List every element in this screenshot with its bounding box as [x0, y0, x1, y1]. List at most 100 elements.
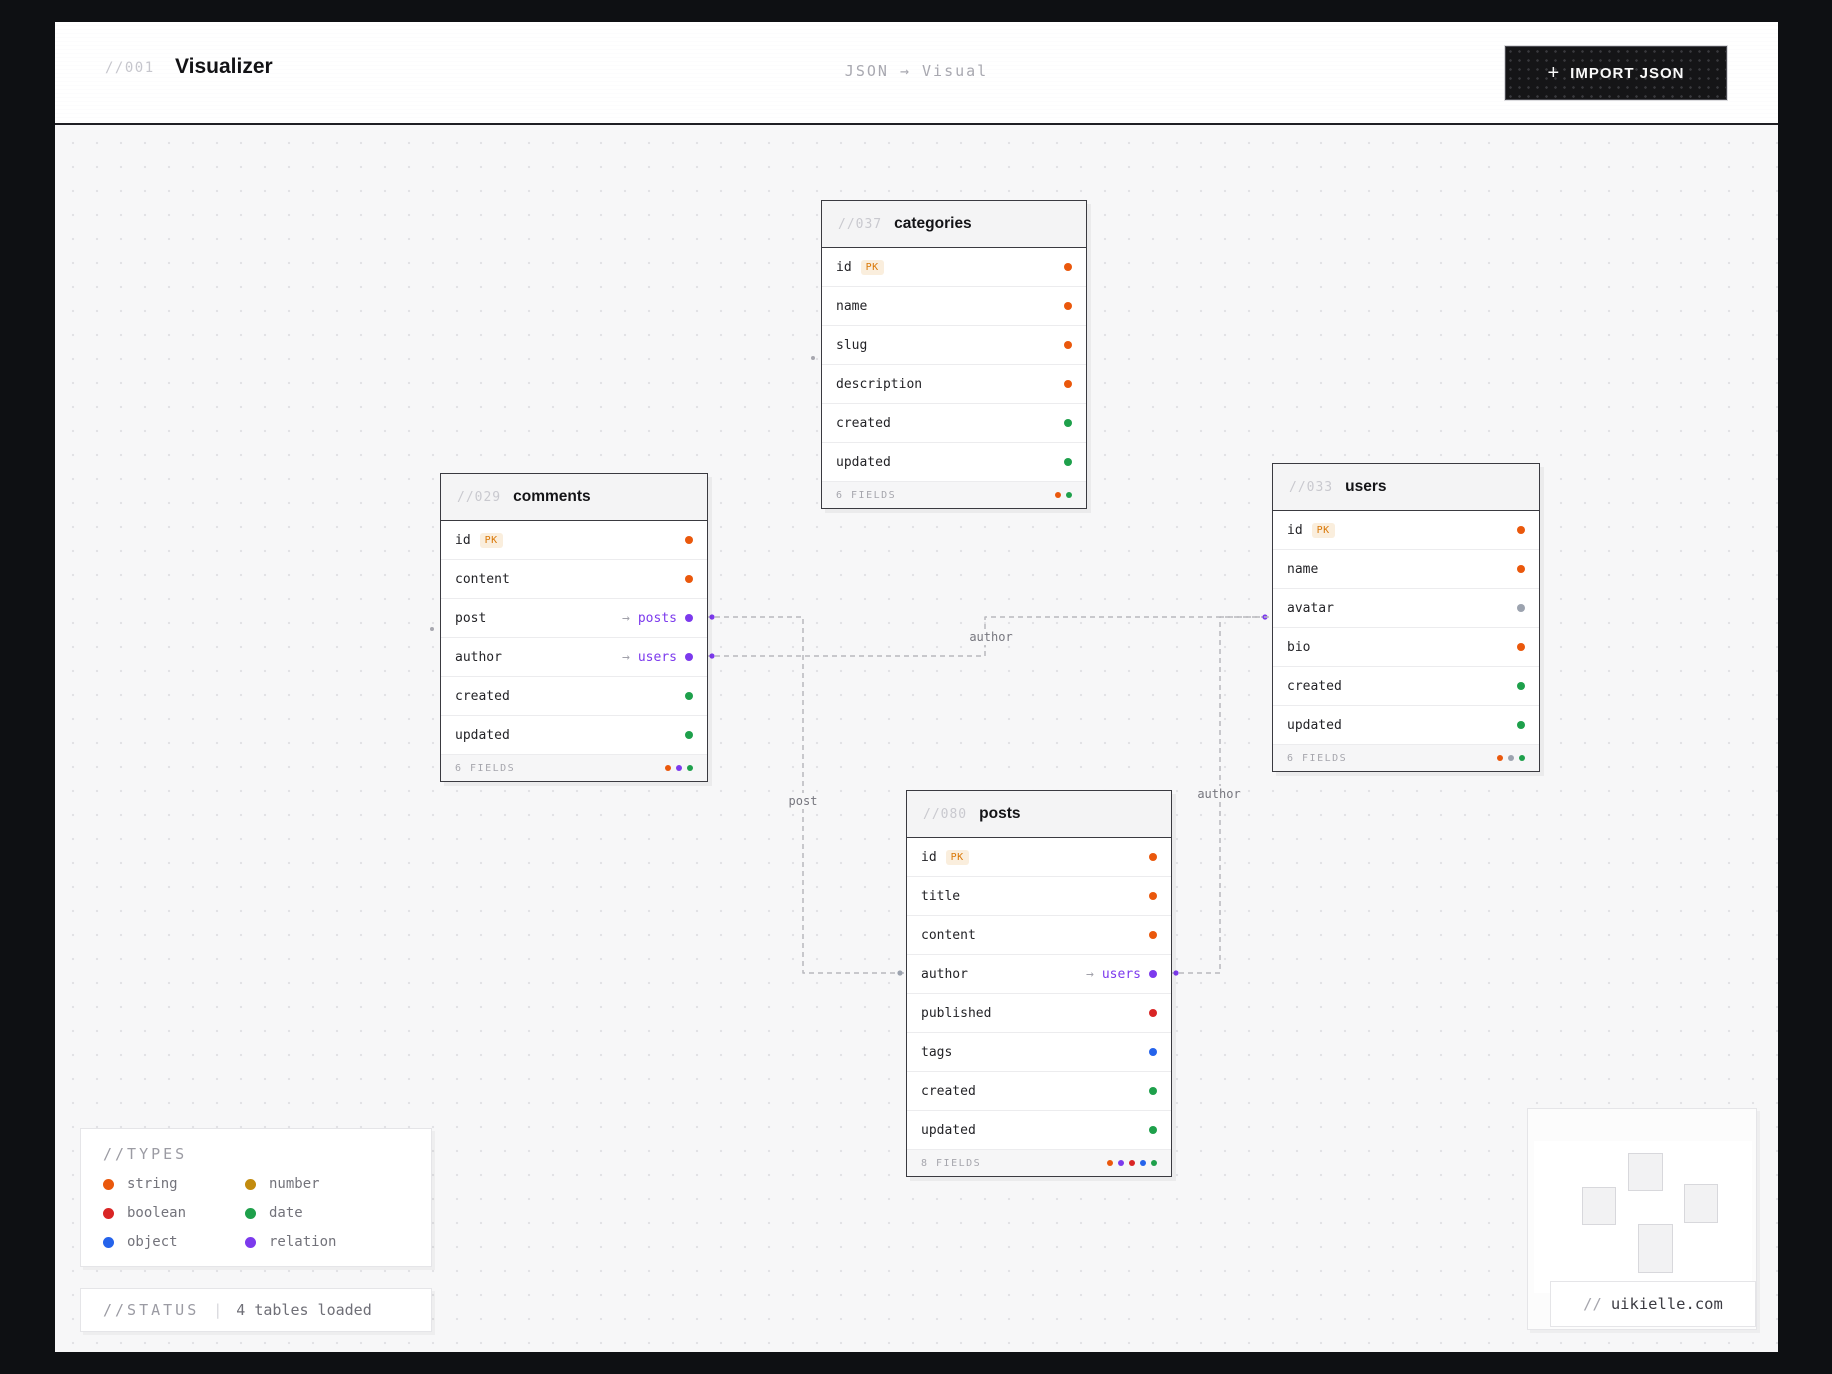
type-dot-relation: [676, 765, 682, 771]
field-row-created: created: [907, 1072, 1171, 1111]
legend-dot-number: [245, 1178, 256, 1190]
status-header: //STATUS: [103, 1301, 200, 1319]
type-dot-object: [1149, 1048, 1157, 1056]
field-row-published: published: [907, 994, 1171, 1033]
canvas-mark-dot: [811, 356, 815, 360]
field-name: name: [836, 298, 868, 314]
legend-label: boolean: [127, 1205, 187, 1221]
field-name: updated: [1287, 717, 1342, 733]
field-name: id: [1287, 522, 1303, 538]
relation-label-author: author: [1192, 786, 1246, 802]
type-dot-string: [1517, 526, 1525, 534]
status-text: 4 tables loaded: [236, 1301, 372, 1319]
field-row-name: name: [822, 287, 1086, 326]
legend-label: object: [127, 1234, 178, 1250]
field-row-created: created: [1273, 667, 1539, 706]
table-footer-posts: 8 FIELDS: [907, 1150, 1171, 1176]
pk-badge: PK: [860, 259, 884, 275]
type-dot-string: [1055, 492, 1061, 498]
field-row-created: created: [822, 404, 1086, 443]
table-name: posts: [979, 805, 1021, 822]
type-dot-string: [1517, 643, 1525, 651]
relation-label-post: post: [783, 793, 823, 809]
type-dot-string: [685, 575, 693, 583]
table-footer-categories: 6 FIELDS: [822, 482, 1086, 508]
legend-item-object: object: [103, 1234, 245, 1250]
minimap-node: [1638, 1224, 1673, 1273]
field-row-slug: slug: [822, 326, 1086, 365]
import-json-label: IMPORT JSON: [1570, 64, 1685, 82]
field-name: description: [836, 376, 923, 392]
field-row-name: name: [1273, 550, 1539, 589]
field-row-description: description: [822, 365, 1086, 404]
minimap-card[interactable]: // uikielle.com: [1527, 1108, 1757, 1330]
table-index: //037: [838, 216, 883, 232]
footer-type-dots: [1055, 492, 1072, 498]
field-name: post: [455, 610, 487, 626]
import-json-button[interactable]: + IMPORT JSON: [1505, 46, 1727, 100]
app-subtitle: JSON → Visual: [844, 62, 989, 80]
minimap-viewport[interactable]: [1534, 1141, 1752, 1293]
type-dot-object: [1140, 1160, 1146, 1166]
field-name: bio: [1287, 639, 1311, 655]
type-dot-string: [665, 765, 671, 771]
field-name: content: [921, 927, 976, 943]
field-name: name: [1287, 561, 1319, 577]
type-dot-relation: [685, 653, 693, 661]
type-dot-relation: [685, 614, 693, 622]
pk-badge: PK: [945, 849, 969, 865]
relation-arrow-icon: →: [1086, 966, 1094, 982]
legend-item-date: date: [245, 1205, 431, 1221]
field-count-label: 6 FIELDS: [1287, 752, 1348, 764]
field-row-avatar: avatar: [1273, 589, 1539, 628]
legend-dot-object: [103, 1236, 114, 1248]
minimap-node: [1628, 1153, 1663, 1191]
field-name: updated: [455, 727, 510, 743]
app-index: //001: [105, 60, 155, 76]
relation-target: posts: [637, 610, 677, 626]
status-card: //STATUS | 4 tables loaded: [80, 1288, 432, 1332]
type-dot-string: [1149, 931, 1157, 939]
type-dot-relation: [1149, 970, 1157, 978]
field-row-updated: updated: [822, 443, 1086, 482]
field-row-updated: updated: [441, 716, 707, 755]
field-row-content: content: [907, 916, 1171, 955]
field-name: slug: [836, 337, 868, 353]
legend-label: string: [127, 1176, 178, 1192]
type-dot-date: [1064, 458, 1072, 466]
legend-item-boolean: boolean: [103, 1205, 245, 1221]
minimap-node: [1582, 1187, 1616, 1225]
minimap-site-prefix: //: [1583, 1295, 1602, 1313]
table-name: users: [1345, 478, 1387, 495]
app-bar: //001 Visualizer JSON → Visual + IMPORT …: [55, 22, 1778, 125]
status-divider: |: [213, 1301, 223, 1319]
field-name: published: [921, 1005, 992, 1021]
minimap-site-label: uikielle.com: [1610, 1295, 1723, 1313]
table-header-categories[interactable]: //037 categories: [822, 201, 1086, 248]
table-name: comments: [513, 488, 591, 505]
type-dot-date: [685, 731, 693, 739]
table-name: categories: [894, 215, 972, 232]
type-dot-date: [687, 765, 693, 771]
type-dot-string: [685, 536, 693, 544]
field-row-created: created: [441, 677, 707, 716]
field-name: created: [836, 415, 891, 431]
field-row-post: post→posts: [441, 599, 707, 638]
types-legend-header: //TYPES: [103, 1145, 188, 1163]
field-name: title: [921, 888, 961, 904]
type-dot-date: [1517, 721, 1525, 729]
field-row-tags: tags: [907, 1033, 1171, 1072]
legend-item-relation: relation: [245, 1234, 431, 1250]
